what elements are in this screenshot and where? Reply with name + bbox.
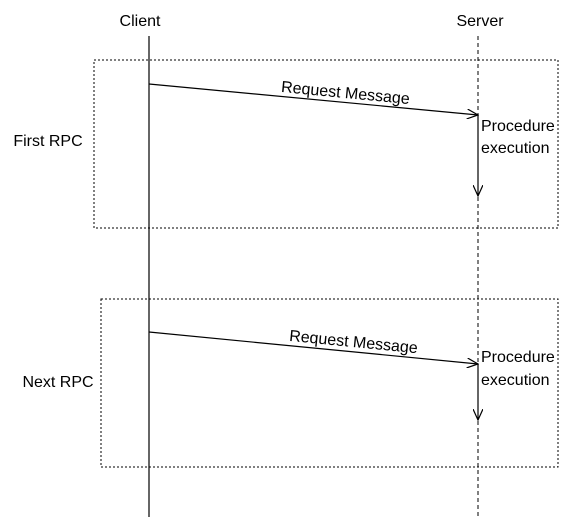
- next-procedure-line2: execution: [481, 372, 550, 389]
- first-request-arrow: [148, 83, 478, 115]
- first-rpc-frame: [93, 59, 559, 229]
- first-request-message-label: Request Message: [280, 79, 410, 108]
- server-label: Server: [456, 13, 504, 30]
- first-procedure-line2: execution: [481, 140, 550, 157]
- client-label: Client: [120, 13, 161, 30]
- next-request-message-label: Request Message: [288, 328, 418, 357]
- first-rpc-label: First RPC: [13, 133, 82, 150]
- next-procedure-line1: Procedure: [481, 349, 555, 366]
- next-rpc-frame: [100, 298, 559, 468]
- next-rpc-label: Next RPC: [22, 374, 93, 391]
- first-rpc-block: First RPC Request Message Procedure exec…: [13, 59, 559, 229]
- next-request-arrow: [148, 331, 478, 364]
- first-procedure-line1: Procedure: [481, 118, 555, 135]
